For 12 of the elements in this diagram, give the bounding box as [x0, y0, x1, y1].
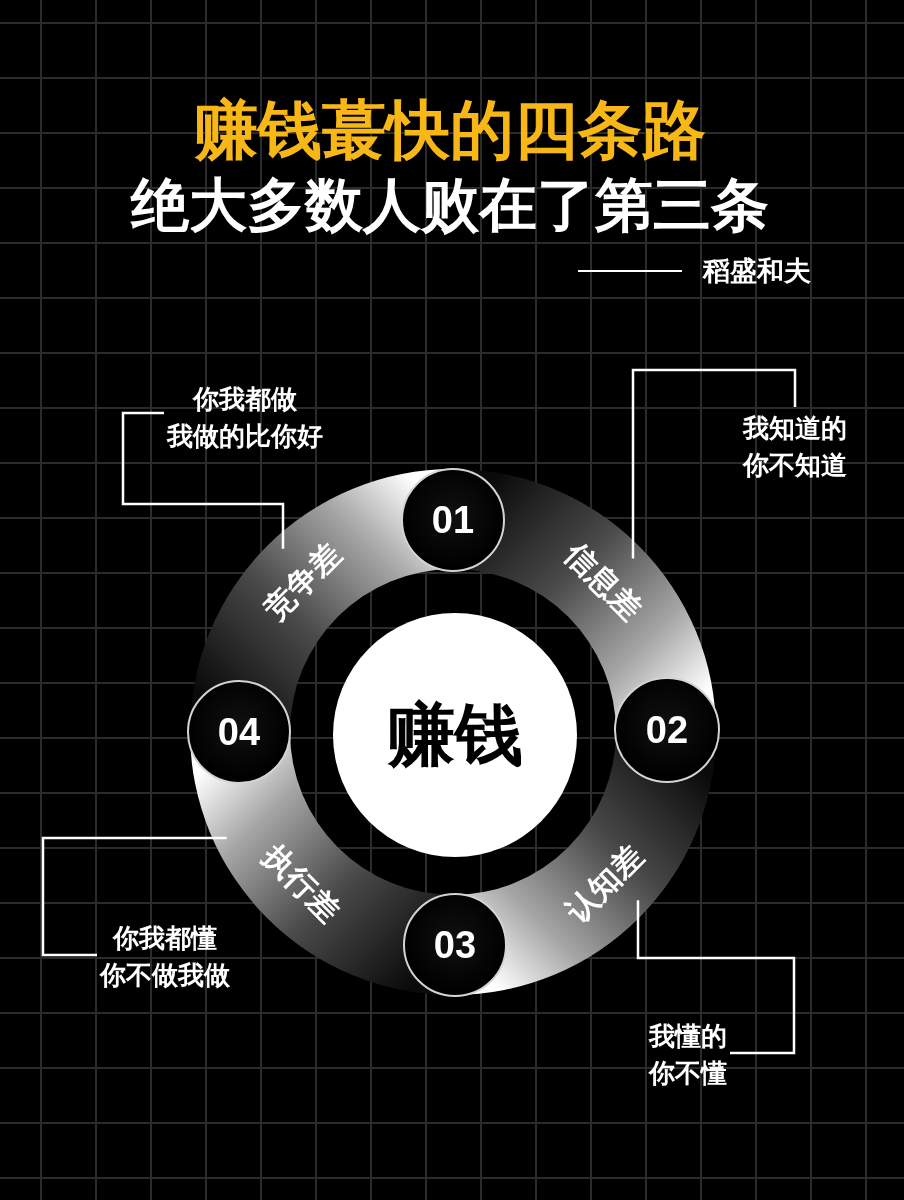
title: 赚钱蕞快的四条路: [194, 91, 706, 169]
callout-text: 我知道的你不知道: [743, 410, 847, 484]
leader-line: [121, 411, 285, 549]
author-name: 稻盛和夫: [703, 254, 811, 288]
subtitle: 绝大多数人败在了第三条: [131, 170, 769, 241]
leader-line: [41, 836, 227, 957]
callout-text: 你我都懂你不做我做: [100, 920, 230, 994]
leader-line: [631, 368, 797, 559]
hub-circle: 赚钱: [333, 613, 577, 857]
callout-text: 你我都做我做的比你好: [167, 381, 323, 455]
leader-line: [636, 900, 796, 1055]
callout-text: 我懂的你不懂: [649, 1018, 727, 1092]
